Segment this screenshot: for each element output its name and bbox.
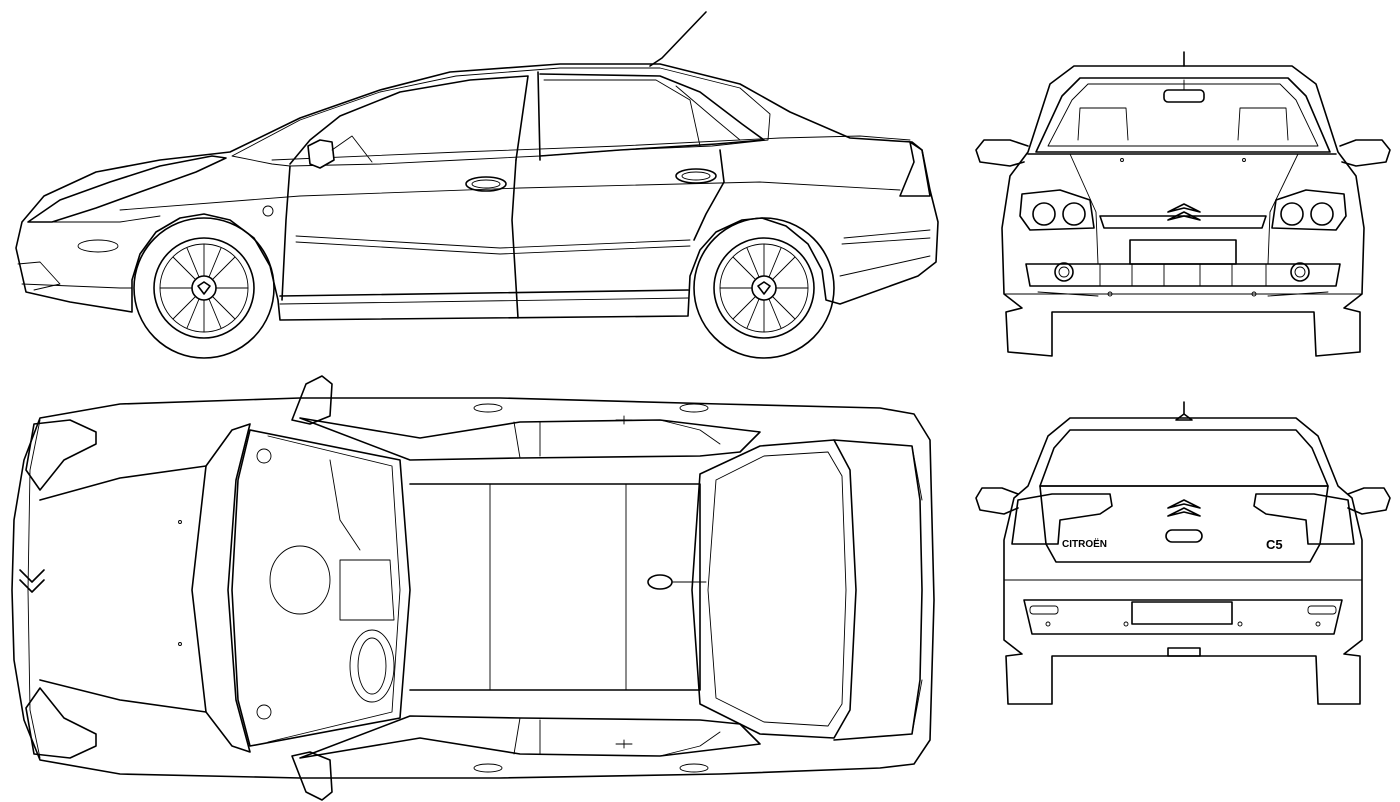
rear-view: CITROËN C5: [975, 401, 1391, 705]
front-view: [975, 51, 1391, 357]
top-view: [11, 375, 935, 801]
model-badge: C5: [1266, 537, 1283, 552]
brand-badge: CITROËN: [1062, 537, 1107, 550]
side-view: [15, 11, 939, 359]
